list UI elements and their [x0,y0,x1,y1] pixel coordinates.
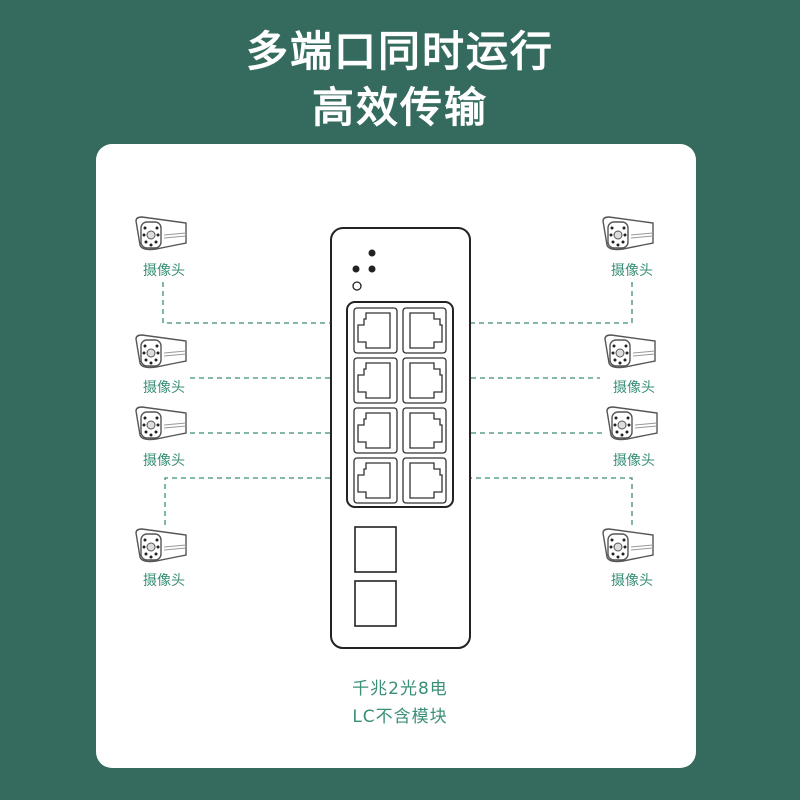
ethernet-port-socket [409,412,443,449]
ethernet-port-socket [357,362,391,399]
ethernet-port-socket [409,362,443,399]
ethernet-port-socket [409,312,443,349]
camera-label: 摄像头 [611,263,653,279]
caption-line-2: LC不含模块 [352,707,448,727]
camera-label: 摄像头 [143,573,185,589]
ethernet-port-socket [357,462,391,499]
camera-icon [602,216,654,251]
ethernet-port [353,407,398,454]
camera-icon [604,334,656,369]
camera-icon [135,528,187,563]
camera-icon [602,528,654,563]
camera-label: 摄像头 [611,573,653,589]
camera-icon [135,334,187,369]
camera-icon [135,216,187,251]
caption-line-1: 千兆2光8电 [352,679,448,699]
camera-label: 摄像头 [143,263,185,279]
ethernet-port [402,307,447,354]
switch-device [330,227,471,649]
ethernet-port [353,357,398,404]
ethernet-port-socket [409,462,443,499]
headline-line-2: 高效传输 [311,83,488,132]
ethernet-port-socket [357,412,391,449]
ethernet-port [402,457,447,504]
camera-icon [135,406,187,441]
ethernet-port [402,357,447,404]
camera-label: 摄像头 [143,453,185,469]
camera-label: 摄像头 [143,380,185,396]
headline-line-1: 多端口同时运行 [245,27,554,76]
camera-icon [606,406,658,441]
sfp-port [354,526,397,573]
ethernet-port [353,307,398,354]
camera-label: 摄像头 [613,453,655,469]
ethernet-port [402,407,447,454]
connection-lines [162,282,633,525]
ethernet-port [353,457,398,504]
ethernet-port-socket [357,312,391,349]
camera-label: 摄像头 [613,380,655,396]
sfp-port [354,580,397,627]
